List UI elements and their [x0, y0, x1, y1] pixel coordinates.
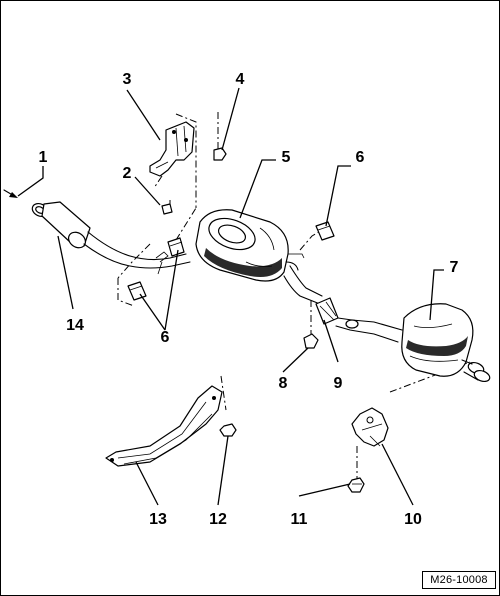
clamp	[315, 297, 339, 325]
mounting-bracket-front	[149, 121, 195, 177]
rear-mounting-bracket	[351, 407, 389, 447]
rubber-mounting-right	[315, 221, 335, 241]
rear-silencer	[335, 303, 491, 383]
callout-1: 1	[39, 149, 48, 166]
cross-member	[105, 385, 223, 467]
callout-13: 13	[149, 511, 167, 528]
callout-numbers: 1 2 3 4 5 6 6 7 8 9 10 11 12 13 14	[39, 71, 459, 528]
callout-3: 3	[123, 71, 132, 88]
callout-14: 14	[66, 317, 84, 334]
callout-7: 7	[450, 259, 459, 276]
leader-lines	[17, 87, 444, 506]
callout-2: 2	[123, 165, 132, 182]
callout-8: 8	[279, 375, 288, 392]
front-pipe-with-centre-silencer	[31, 201, 191, 275]
callout-11: 11	[291, 511, 308, 528]
rubber-mounting-left-upper	[167, 237, 185, 257]
callout-5: 5	[282, 149, 291, 166]
bolt-11	[347, 477, 365, 493]
callout-4: 4	[236, 71, 245, 88]
nut-8	[303, 333, 319, 349]
callout-6-top: 6	[356, 149, 365, 166]
callout-12: 12	[209, 511, 227, 528]
callout-6-left: 6	[161, 329, 170, 346]
inlet-flow-arrow	[3, 189, 18, 198]
callout-9: 9	[334, 375, 343, 392]
rubber-mounting-left-lower	[127, 281, 147, 301]
callout-10: 10	[404, 511, 422, 528]
bolt-2	[161, 203, 173, 215]
nut-4	[213, 147, 227, 161]
middle-silencer	[195, 209, 323, 305]
figure-reference-code: M26-10008	[422, 571, 496, 589]
nut-12	[219, 423, 237, 437]
